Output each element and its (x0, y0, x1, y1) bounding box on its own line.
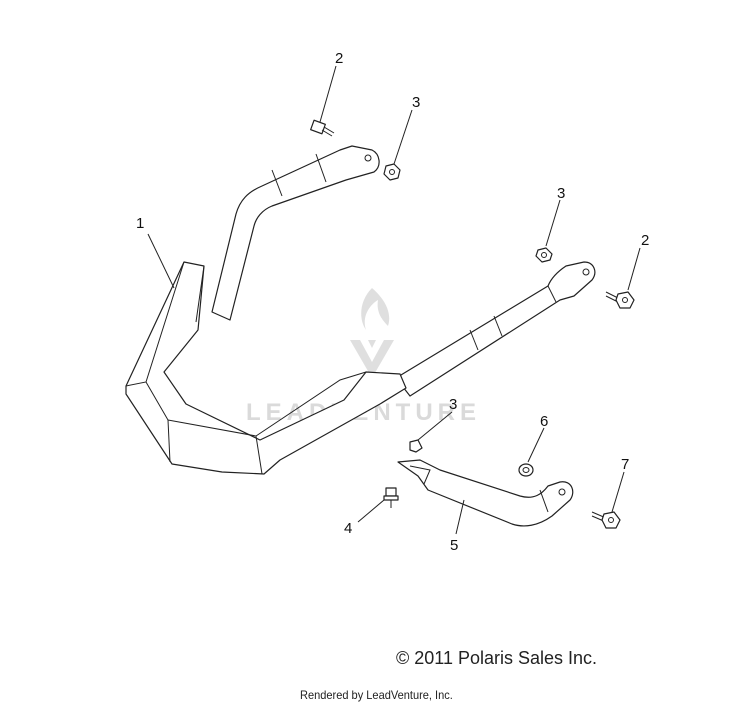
part-1-bumper[interactable] (125, 145, 596, 475)
callout-6: 6 (540, 413, 548, 430)
bolt-7[interactable] (591, 511, 621, 529)
leader-lines (147, 65, 641, 535)
part-5-lower-bar[interactable] (397, 459, 574, 527)
callout-2-right: 2 (641, 232, 649, 249)
bolt-2-right[interactable] (605, 291, 635, 309)
callout-5: 5 (450, 537, 458, 554)
bolt-2-upper[interactable] (310, 119, 335, 137)
callout-4: 4 (344, 520, 352, 537)
callout-3-upper: 3 (412, 94, 420, 111)
washer-6[interactable] (518, 463, 534, 477)
clip-3-lower[interactable] (409, 439, 423, 453)
callout-1: 1 (136, 215, 144, 232)
nut-3-right[interactable] (535, 247, 553, 263)
rendered-by-notice: Rendered by LeadVenture, Inc. (300, 688, 453, 702)
nut-3-upper[interactable] (383, 163, 401, 181)
callout-2-upper: 2 (335, 50, 343, 67)
callout-3-right: 3 (557, 185, 565, 202)
callout-3-lower: 3 (449, 396, 457, 413)
callout-7: 7 (621, 456, 629, 473)
screw-4[interactable] (383, 487, 399, 508)
copyright-notice: © 2011 Polaris Sales Inc. (396, 648, 598, 668)
